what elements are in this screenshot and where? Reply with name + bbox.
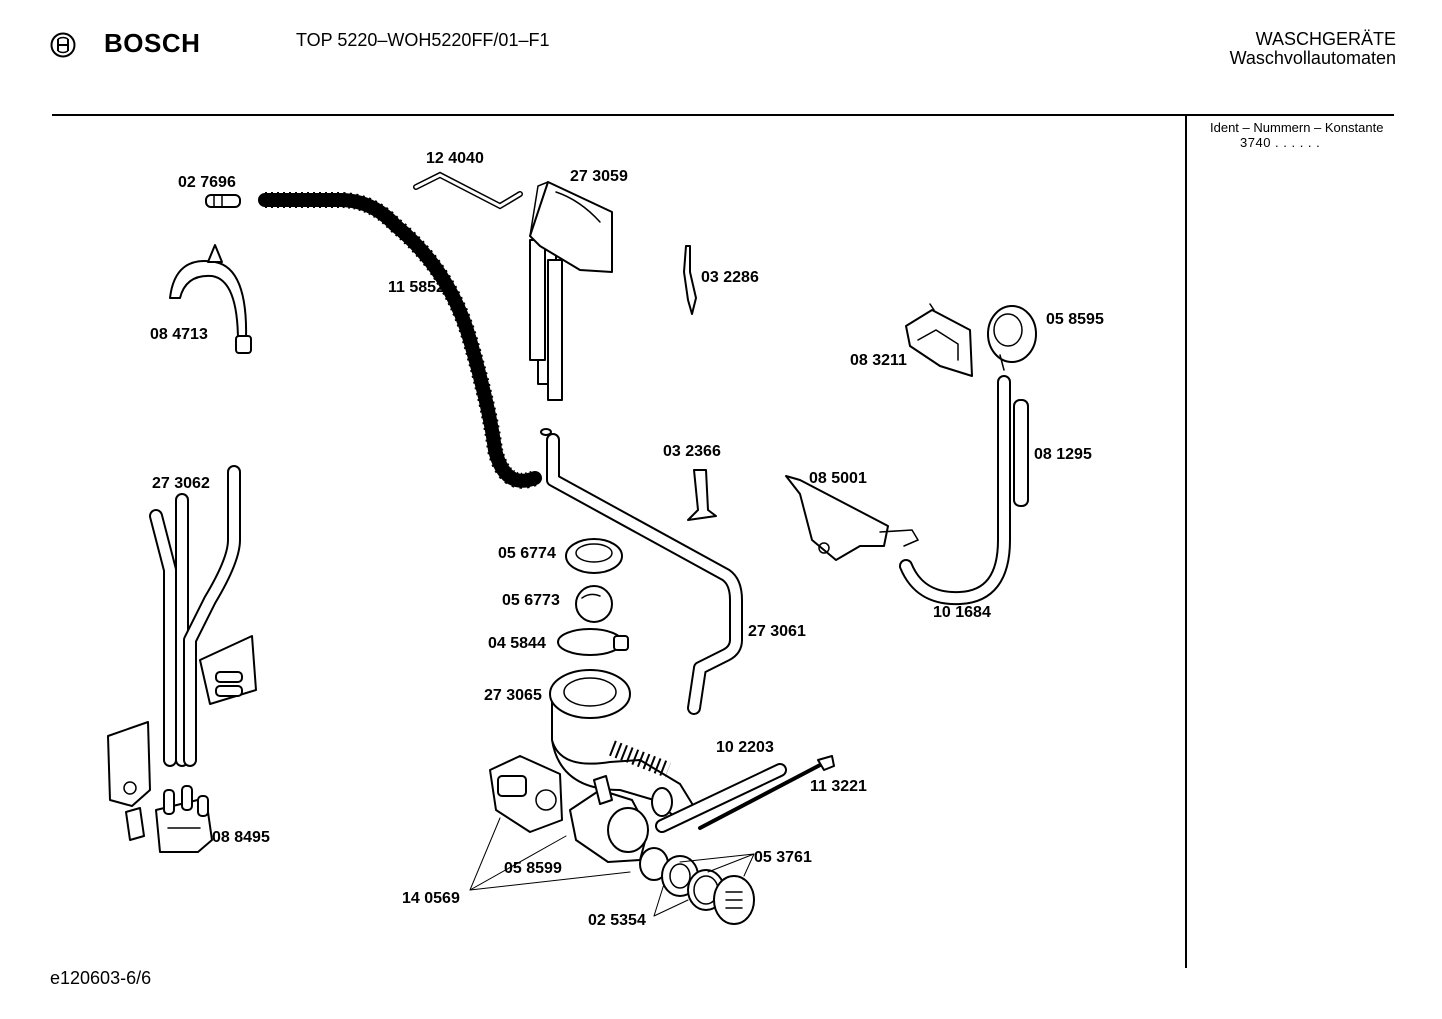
part-tube-102203 [655, 763, 787, 833]
label-124040: 12 4040 [426, 150, 484, 167]
label-056774: 05 6774 [498, 545, 556, 562]
brand-name: BOSCH [104, 28, 201, 58]
model-title: TOP 5220–WOH5220FF/01–F1 [296, 30, 550, 50]
label-140569: 14 0569 [402, 890, 460, 907]
label-058595: 05 8595 [1046, 311, 1104, 328]
label-115852: 11 5852 [388, 279, 445, 296]
bosch-logo-icon [50, 32, 76, 58]
label-045844: 04 5844 [488, 635, 546, 652]
part-clamp-045844 [557, 628, 629, 656]
label-081295: 08 1295 [1034, 446, 1092, 463]
part-inlet-valve-088495 [155, 785, 213, 853]
label-056773: 05 6773 [502, 592, 560, 609]
category-subtitle: Waschvollautomaten [1229, 48, 1396, 68]
part-detergent-funnel-273059 [529, 181, 613, 436]
label-032366: 03 2366 [663, 443, 721, 460]
part-tube-101684 [899, 375, 1011, 606]
part-sump-273065 [549, 669, 697, 817]
part-bracket-083211 [905, 303, 973, 377]
label-273061: 27 3061 [748, 623, 806, 640]
label-085001: 08 5001 [809, 470, 867, 487]
part-seals-053761 [639, 847, 725, 911]
label-027696: 02 7696 [178, 174, 236, 191]
part-hose-bracket-084713 [169, 244, 252, 354]
category-title: WASCHGERÄTE [1255, 29, 1396, 49]
label-032286: 03 2286 [701, 269, 759, 286]
label-084713: 08 4713 [150, 326, 208, 343]
header-divider [52, 114, 1394, 116]
part-rod-124040 [413, 171, 523, 210]
label-053761: 05 3761 [754, 849, 812, 866]
label-083211: 08 3211 [850, 352, 907, 369]
part-bracket-085001 [785, 475, 920, 561]
part-drain-pump-140569 [489, 755, 563, 833]
label-273059: 27 3059 [570, 168, 628, 185]
part-tube-081295 [1013, 399, 1029, 507]
label-058599: 05 8599 [504, 860, 562, 877]
label-102203: 10 2203 [716, 739, 774, 756]
label-113221: 11 3221 [810, 778, 867, 795]
part-seal-056774 [565, 538, 623, 574]
part-clip-032286 [683, 245, 697, 315]
part-pump-housing-058599 [569, 775, 649, 863]
part-pressure-switch-058595 [987, 305, 1037, 371]
sidebar-divider [1185, 116, 1187, 968]
label-273065: 27 3065 [484, 687, 542, 704]
part-ball-056773 [575, 585, 613, 623]
part-corrugated-hose-115852 [258, 192, 542, 489]
ident-value: 3740 . . . . . . [1240, 135, 1321, 150]
label-101684: 10 1684 [933, 604, 991, 621]
leader-lines [469, 817, 755, 917]
ident-title: Ident – Nummern – Konstante [1210, 120, 1384, 135]
drawing-code: e120603-6/6 [50, 968, 152, 988]
part-holder-032366 [687, 469, 717, 521]
label-273062: 27 3062 [152, 475, 210, 492]
label-088495: 08 8495 [212, 829, 270, 846]
part-tubes-273062 [107, 465, 257, 841]
part-tube-273061 [546, 433, 743, 715]
part-rod-113221 [698, 755, 835, 830]
part-cap-025354 [713, 875, 755, 925]
part-connector-027696 [205, 194, 241, 208]
label-025354: 02 5354 [588, 912, 646, 929]
